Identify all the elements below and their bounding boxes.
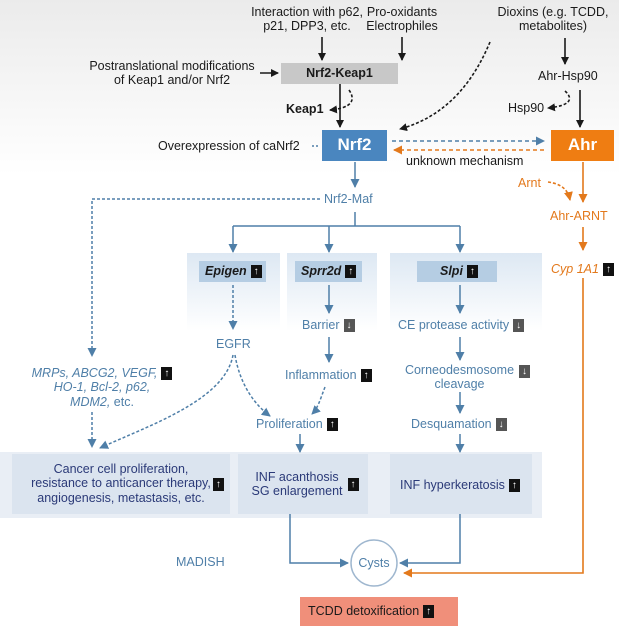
mrps-line3: MDM2, etc. <box>70 394 134 409</box>
ce-protease-text: CE protease activity <box>398 318 510 332</box>
ahr-box <box>551 130 614 161</box>
down-arrow-icon: ↓ <box>343 319 355 333</box>
mrps-line1: MRPs, ABCG2, VEGF,↑ <box>22 366 182 381</box>
up-arrow-icon: ↑ <box>360 369 372 383</box>
sprr2d-text: Sprr2d <box>301 264 342 278</box>
barrier-label: Barrier↓ <box>302 318 355 333</box>
overexpression-label: Overexpression of caNrf2 <box>158 139 300 153</box>
proliferation-text: Proliferation <box>256 417 323 431</box>
madish-label: MADISH <box>176 555 225 569</box>
epigen-gene: Epigen↑ <box>205 264 262 279</box>
inf-hyper-text: INF hyperkeratosis <box>400 478 505 492</box>
hyper-panel <box>390 454 532 514</box>
up-arrow-icon: ↑ <box>345 265 357 279</box>
corneodesmosome-text: Corneodesmosome cleavage <box>404 363 515 392</box>
blue-arrows <box>87 145 465 568</box>
cyp1a1-label: Cyp 1A1↑ <box>551 262 614 277</box>
cyp1a1-text: Cyp 1A1 <box>551 262 599 276</box>
cancer-outcome: Cancer cell proliferation, resistance to… <box>14 462 228 505</box>
down-arrow-icon: ↓ <box>495 418 507 432</box>
top-shade <box>0 0 619 175</box>
inflammation-label: Inflammation↑ <box>285 368 372 383</box>
nrf2-keap1-box <box>281 63 398 84</box>
sprr2d-box <box>295 261 362 282</box>
keap1-label: Keap1 <box>286 102 324 116</box>
inf-acanthosis-text: INF acanthosis SG enlargement <box>251 470 343 499</box>
unknown-mechanism-label: unknown mechanism <box>406 154 524 168</box>
mrps-label: MRPs, ABCG2, VEGF,↑ HO-1, Bcl-2, p62, MD… <box>22 366 182 409</box>
interaction-label: Interaction with p62, p21, DPP3, etc. <box>251 5 363 34</box>
ce-protease-label: CE protease activity↓ <box>398 318 525 333</box>
orange-arrows <box>403 162 588 578</box>
egfr-label: EGFR <box>216 337 251 351</box>
up-arrow-icon: ↑ <box>466 265 478 279</box>
dioxins-label: Dioxins (e.g. TCDD, metabolites) <box>497 5 609 34</box>
nrf2-maf-label: Nrf2-Maf <box>324 192 373 206</box>
down-arrow-icon: ↓ <box>513 319 525 333</box>
desquamation-text: Desquamation <box>411 417 492 431</box>
inf-acanthosis-outcome: INF acanthosis SG enlargement ↑ <box>238 470 359 499</box>
cancer-panel <box>12 454 230 514</box>
corneodesmosome-label: Corneodesmosome cleavage ↓ <box>392 363 531 392</box>
black-arrows <box>260 37 584 131</box>
tcdd-text: TCDD detoxification <box>308 604 420 618</box>
up-arrow-icon: ↑ <box>423 605 435 619</box>
prooxidants-label: Pro-oxidants Electrophiles <box>366 5 438 34</box>
barrier-text: Barrier <box>302 318 340 332</box>
epigen-text: Epigen <box>205 264 247 278</box>
slpi-gene: Slpi↑ <box>440 264 478 279</box>
down-arrow-icon: ↓ <box>519 365 531 378</box>
up-arrow-icon: ↑ <box>347 478 359 491</box>
cysts-circle <box>350 539 398 587</box>
ahr-hsp90-label: Ahr-Hsp90 <box>538 69 598 83</box>
nrf2-box <box>322 130 387 161</box>
inflammation-text: Inflammation <box>285 368 357 382</box>
up-arrow-icon: ↑ <box>508 479 520 493</box>
desquamation-label: Desquamation↓ <box>411 417 507 432</box>
tcdd-label: TCDD detoxification↑ <box>308 604 435 619</box>
up-arrow-icon: ↑ <box>212 478 224 491</box>
nrf2-keap1-label: Nrf2-Keap1 <box>306 66 373 80</box>
cancer-text: Cancer cell proliferation, resistance to… <box>31 462 211 505</box>
up-arrow-icon: ↑ <box>326 418 338 432</box>
sprr2d-gene: Sprr2d↑ <box>301 264 357 279</box>
slpi-text: Slpi <box>440 264 463 278</box>
epigen-box <box>199 261 266 282</box>
ahr-label: Ahr <box>567 135 598 154</box>
mrps-line2: HO-1, Bcl-2, p62, <box>53 380 151 395</box>
up-arrow-icon: ↑ <box>161 367 173 381</box>
inf-hyper-outcome: INF hyperkeratosis↑ <box>400 478 520 493</box>
up-arrow-icon: ↑ <box>250 265 262 279</box>
up-arrow-icon: ↑ <box>602 263 614 277</box>
proliferation-label: Proliferation↑ <box>256 417 338 432</box>
ahr-arnt-label: Ahr-ARNT <box>550 209 608 223</box>
ptm-label: Postranslational modifications of Keap1 … <box>89 59 255 88</box>
acanthosis-panel <box>238 454 368 514</box>
cysts-label: Cysts <box>358 556 390 570</box>
nrf2-label: Nrf2 <box>337 135 372 154</box>
hsp90-label: Hsp90 <box>508 101 545 115</box>
arnt-label: Arnt <box>518 176 541 190</box>
